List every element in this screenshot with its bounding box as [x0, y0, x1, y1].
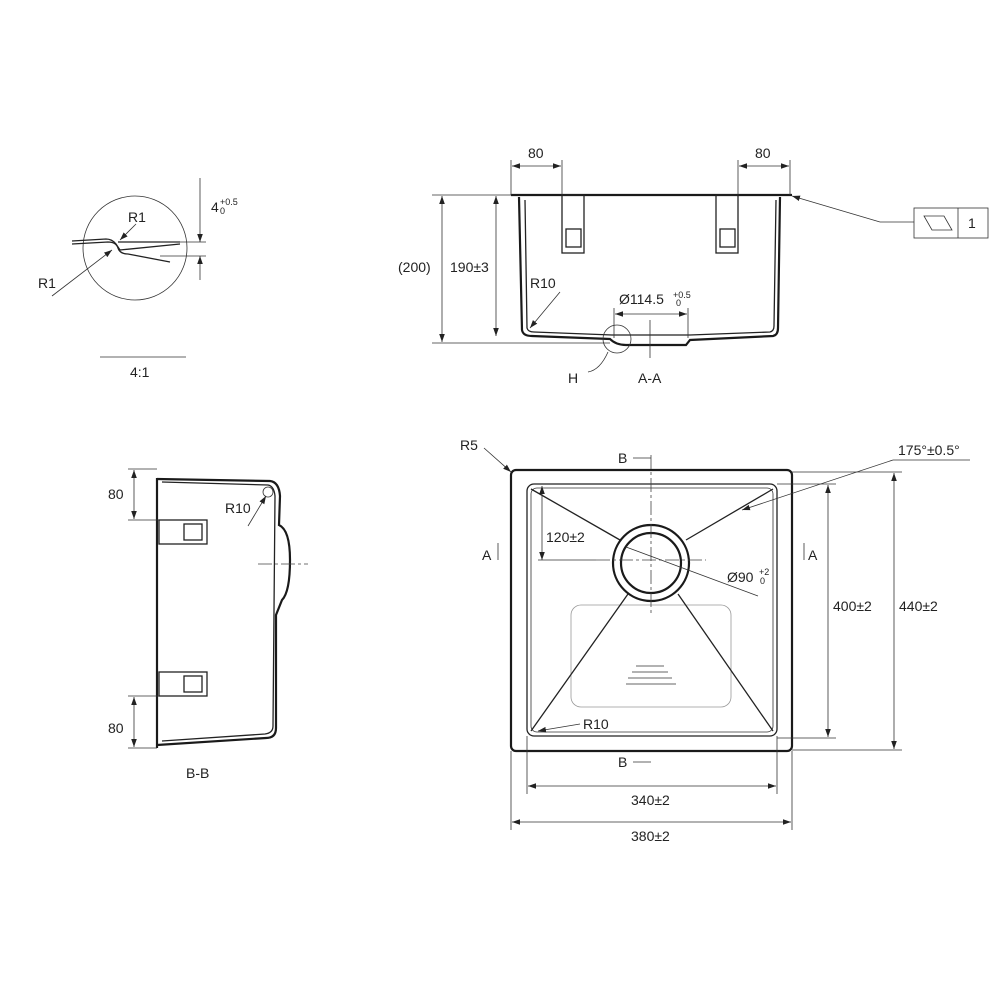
plan-dim-380-label: 380±2 [631, 828, 670, 844]
plan-dim-120-label: 120±2 [546, 529, 585, 545]
front-view-a-a: 80 80 (200) 190±3 R10 Ø114.5 +0.5 0 H A-… [398, 145, 989, 386]
plan-slope-line-br [677, 593, 774, 732]
front-detail-h-leader [587, 351, 609, 373]
side-bowl-outline [156, 477, 292, 747]
side-bracket-bottom [158, 671, 208, 697]
front-dim-80-left-label: 80 [528, 145, 544, 161]
front-bowl-outline [517, 196, 782, 347]
side-view-b-b: 80 80 R10 B-B [108, 468, 308, 781]
plan-section-a-right: A [808, 547, 818, 563]
front-drain-diameter: Ø114.5 [619, 291, 664, 307]
detail-circle [82, 195, 188, 301]
plan-view: B B A A R5 175°±0.5° 120±2 Ø90 +2 0 R10 … [460, 437, 970, 844]
front-r10-leader [529, 291, 561, 329]
detail-r1-top-label: R1 [128, 209, 146, 225]
plan-angle-leader [741, 459, 894, 511]
front-dim-200-label: (200) [398, 259, 431, 275]
front-bowl-inner [524, 199, 777, 336]
plan-drainboard-faint [570, 604, 732, 708]
flatness-leader [791, 195, 881, 223]
plan-drain-dia-leader [625, 546, 759, 597]
front-bracket-left [561, 194, 585, 254]
plan-drain-grate-icon [626, 665, 676, 685]
plan-dim-440-label: 440±2 [899, 598, 938, 614]
plan-slope-line-bl [530, 593, 629, 732]
plan-r10-leader [537, 723, 581, 733]
plan-section-a-left: A [482, 547, 492, 563]
plan-section-b-top: B [618, 450, 627, 466]
detail-r1-left-leader [51, 249, 113, 297]
front-bracket-right [715, 194, 739, 254]
side-r10-marker [262, 486, 274, 498]
front-section-label: A-A [638, 370, 662, 386]
plan-dim-340-label: 340±2 [631, 792, 670, 808]
side-bracket-top [158, 519, 208, 545]
side-dim-80-top-label: 80 [108, 486, 124, 502]
detail-r1-left-label: R1 [38, 275, 56, 291]
side-bracket-top-tab [183, 523, 203, 541]
plan-rim-outer [509, 468, 794, 753]
plan-dim-400-label: 400±2 [833, 598, 872, 614]
side-section-label: B-B [186, 765, 209, 781]
detail-thickness-upper: +0.5 [220, 197, 238, 207]
detail-thickness-value: 4 [211, 199, 219, 215]
plan-bowl-inner [526, 483, 778, 737]
side-bracket-bottom-tab [183, 675, 203, 693]
front-drain-diameter-upper: +0.5 [673, 290, 691, 300]
side-dim-80-bottom-label: 80 [108, 720, 124, 736]
front-detail-h-label: H [568, 370, 578, 386]
plan-bowl-inner-2 [530, 487, 774, 733]
front-bracket-right-tab [719, 228, 736, 248]
detail-thickness-lower: 0 [220, 206, 225, 216]
plan-drain-diameter-lower: 0 [760, 576, 765, 586]
front-detail-circle [602, 324, 632, 354]
detail-view-h: 4 +0.5 0 R1 R1 4:1 [38, 178, 238, 380]
flatness-symbol-icon [923, 215, 953, 231]
plan-r5-label: R5 [460, 437, 478, 453]
plan-drain-diameter: Ø90 [727, 569, 754, 585]
detail-edge-profile-inner [71, 238, 181, 251]
plan-slope-line-tr [685, 488, 774, 541]
front-dim-80-right-label: 80 [755, 145, 771, 161]
detail-edge-profile [71, 241, 171, 263]
front-dim-190-label: 190±3 [450, 259, 489, 275]
front-r10-label: R10 [530, 275, 556, 291]
side-r10-label: R10 [225, 500, 251, 516]
plan-section-b-bottom: B [618, 754, 627, 770]
flatness-frame [913, 207, 989, 239]
front-drain-diameter-lower: 0 [676, 298, 681, 308]
detail-scale: 4:1 [130, 364, 150, 380]
side-bowl-inner [161, 481, 276, 742]
plan-slope-line-tl [530, 488, 621, 541]
side-r10-leader [247, 495, 267, 527]
flatness-number: 1 [968, 215, 976, 231]
detail-r1-top-leader [119, 223, 137, 241]
front-bracket-left-tab [565, 228, 582, 248]
plan-angle-label: 175°±0.5° [898, 442, 960, 458]
plan-r10-label: R10 [583, 716, 609, 732]
plan-drain-diameter-upper: +2 [759, 567, 769, 577]
plan-r5-leader [483, 447, 512, 473]
